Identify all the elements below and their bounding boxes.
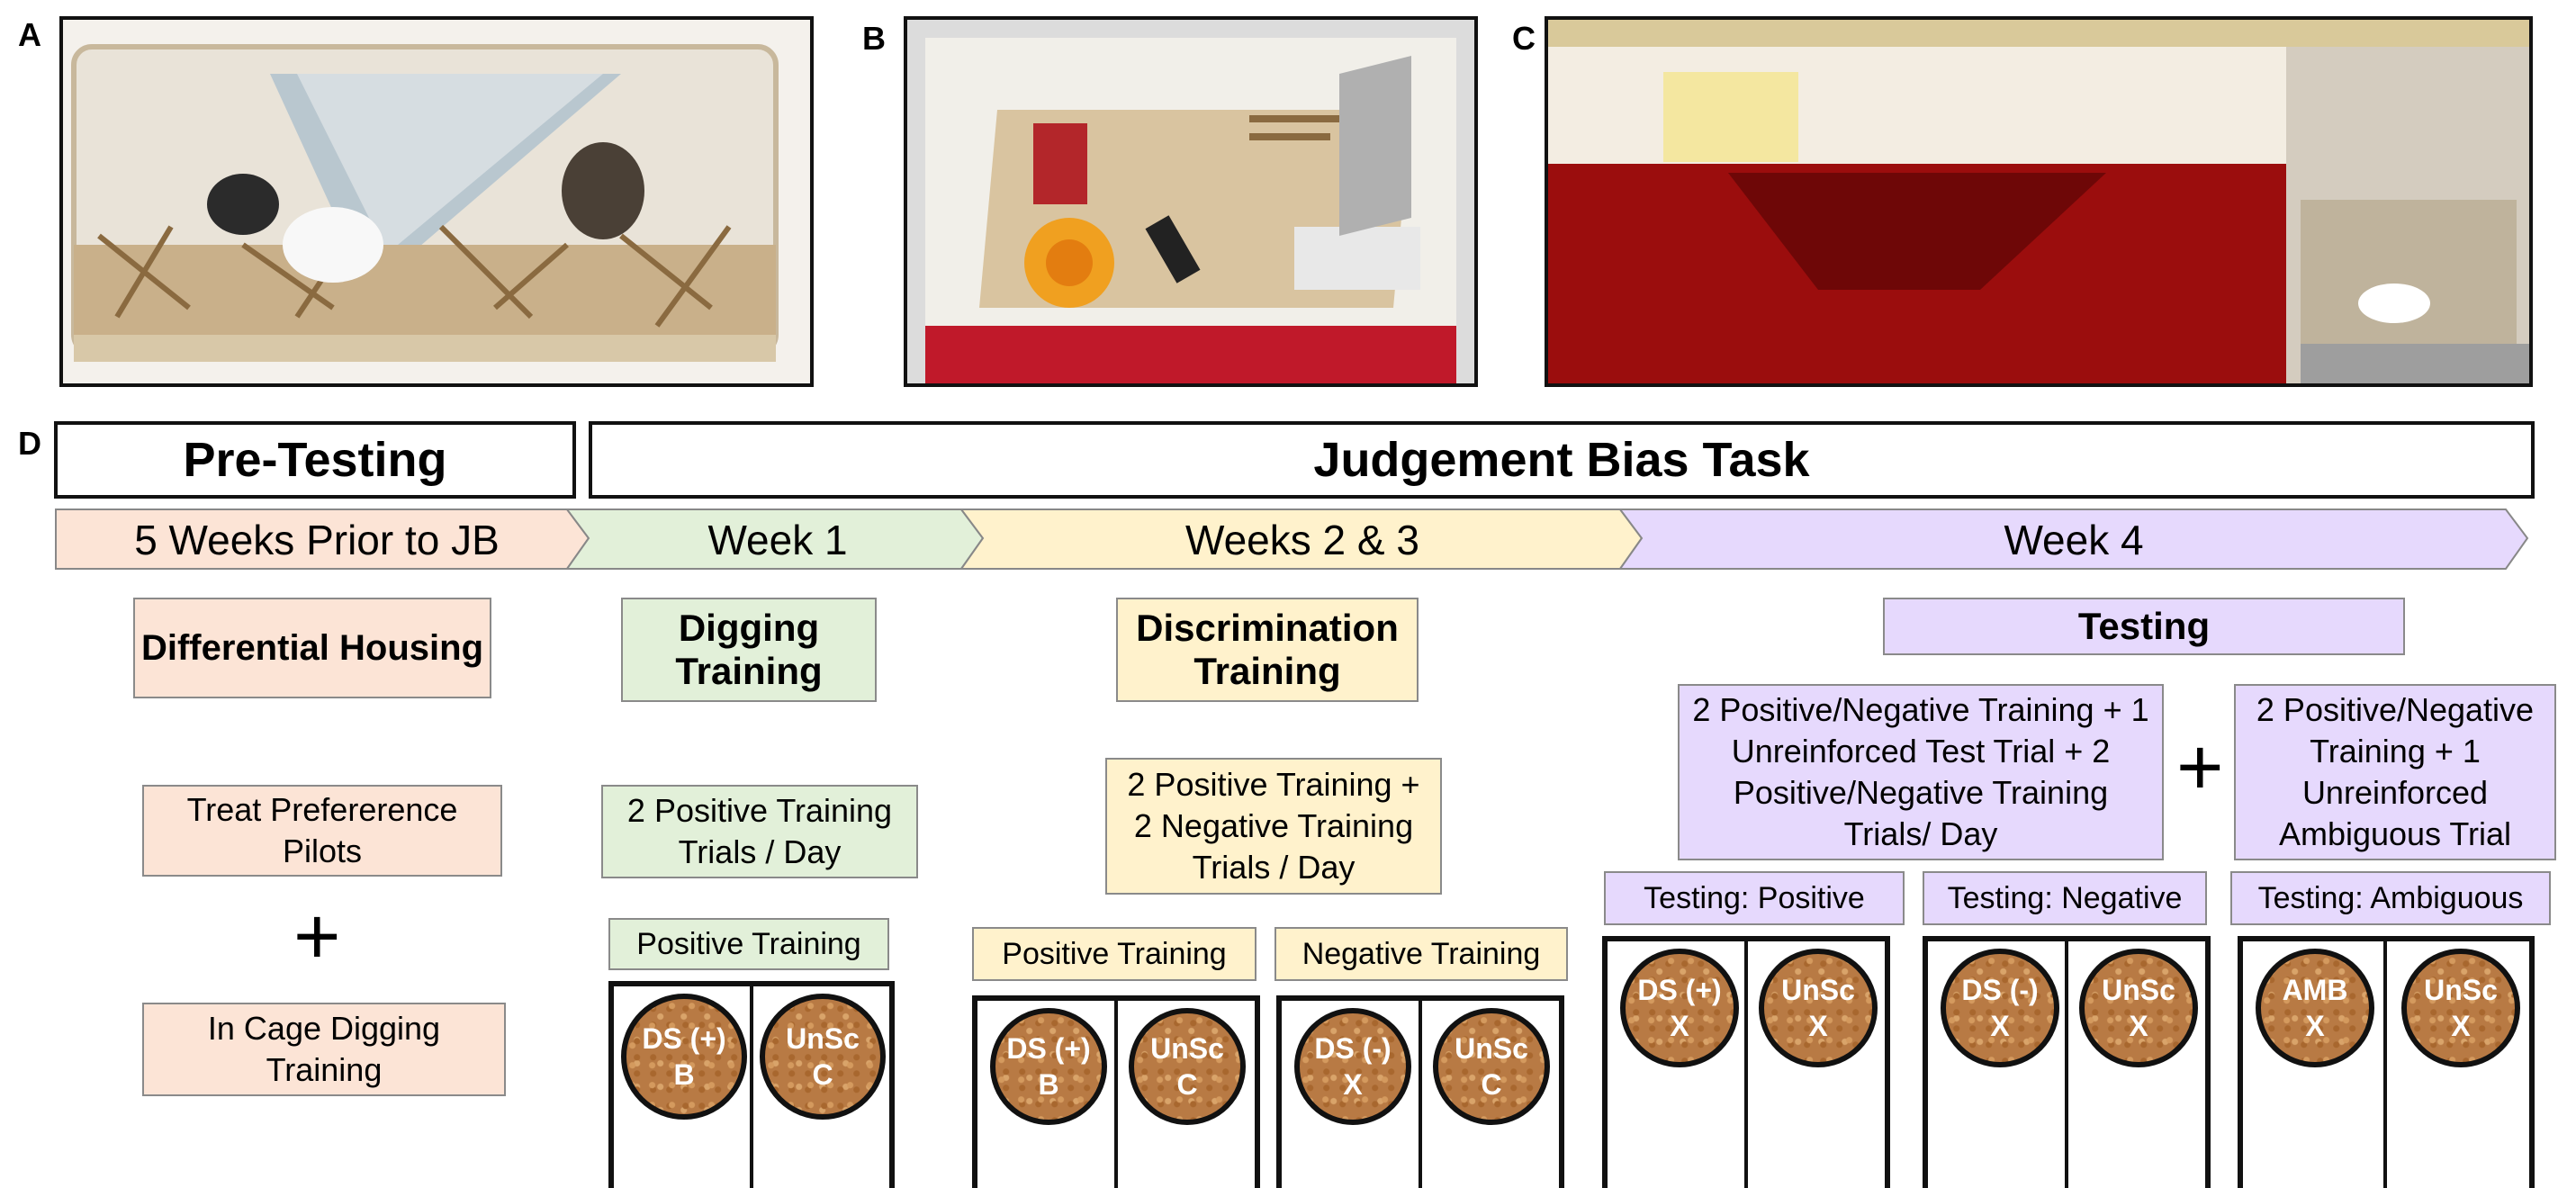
bowl-sublabel: X bbox=[2305, 1010, 2325, 1042]
panel-label-a: A bbox=[18, 16, 41, 53]
bowl-sublabel: X bbox=[1808, 1010, 1828, 1042]
arena-label-negative-training: Negative Training bbox=[1274, 927, 1568, 981]
arena-divider bbox=[1114, 1001, 1118, 1188]
bowl-label: UnSc bbox=[786, 1022, 860, 1055]
bowl-sublabel: C bbox=[1176, 1068, 1198, 1101]
bowl-sublabel: X bbox=[2129, 1010, 2148, 1042]
pretesting-header: Pre-Testing bbox=[54, 421, 576, 499]
bowl-sublabel: C bbox=[1481, 1068, 1502, 1101]
testing-trials: 2 Positive/Negative Training + 1 Unreinf… bbox=[1678, 684, 2164, 860]
bowl-label: UnSc bbox=[1455, 1032, 1528, 1065]
arena-label-positive-training-week1: Positive Training bbox=[608, 918, 889, 970]
arena-divider bbox=[2383, 941, 2387, 1188]
bowl-amb: AMB X bbox=[2256, 949, 2374, 1067]
timeline-label-week1: Week 1 bbox=[707, 517, 848, 563]
bowl-ds-positive: DS (+)B bbox=[621, 994, 747, 1120]
arena-label-positive-training: Positive Training bbox=[972, 927, 1256, 981]
panel-label-b: B bbox=[862, 20, 886, 57]
plus-sign-pretesting: + bbox=[293, 892, 341, 982]
photo-testing-arena bbox=[1545, 16, 2533, 387]
ambiguous-trials: 2 Positive/Negative Training + 1 Unreinf… bbox=[2234, 684, 2556, 860]
arena-divider bbox=[750, 986, 753, 1188]
bowl-ds-positive: DS (+) X bbox=[1620, 949, 1739, 1067]
bowl-ds-positive: DS (+)B bbox=[990, 1008, 1107, 1125]
bowl-sublabel: X bbox=[1670, 1010, 1689, 1042]
arena-divider bbox=[1744, 941, 1748, 1188]
timeline-arrow-week4 bbox=[1618, 508, 2529, 570]
timeline-label-weeks23: Weeks 2 & 3 bbox=[1185, 517, 1419, 563]
arena-label-testing-positive: Testing: Positive bbox=[1604, 871, 1905, 925]
treat-preference-pilots: Treat Prefererence Pilots bbox=[142, 785, 502, 877]
bowl-sublabel: X bbox=[2451, 1010, 2471, 1042]
bowl-label: UnSc bbox=[2102, 974, 2175, 1006]
arena-divider bbox=[2065, 941, 2068, 1188]
bowl-sublabel: X bbox=[1343, 1068, 1363, 1101]
bowl-sublabel: B bbox=[1038, 1068, 1059, 1101]
bowl-label: DS (+) bbox=[642, 1022, 726, 1055]
bowl-label: DS (-) bbox=[1314, 1032, 1392, 1065]
bowl-ds-negative: DS (-)X bbox=[1294, 1008, 1411, 1125]
bowl-label: UnSc bbox=[1781, 974, 1855, 1006]
plus-sign-testing: + bbox=[2176, 723, 2224, 813]
bowl-label: UnSc bbox=[2424, 974, 2498, 1006]
digging-training-trials: 2 Positive Training Trials / Day bbox=[601, 785, 918, 878]
bowl-sublabel: X bbox=[1990, 1010, 2010, 1042]
panel-label-d: D bbox=[18, 425, 41, 462]
photo-standard-cage bbox=[59, 16, 814, 387]
arena-label-testing-ambiguous: Testing: Ambiguous bbox=[2230, 871, 2551, 925]
bowl-sublabel: C bbox=[812, 1058, 833, 1091]
in-cage-digging-training: In Cage Digging Training bbox=[142, 1003, 506, 1096]
bowl-label: DS (-) bbox=[1961, 974, 2039, 1006]
judgement-bias-task-header: Judgement Bias Task bbox=[589, 421, 2535, 499]
timeline-label-week4: Week 4 bbox=[2004, 517, 2144, 563]
discrimination-training-trials: 2 Positive Training + 2 Negative Trainin… bbox=[1105, 758, 1442, 895]
arena-label-testing-negative: Testing: Negative bbox=[1923, 871, 2207, 925]
photo-enriched-cage bbox=[904, 16, 1478, 387]
bowl-sublabel: B bbox=[673, 1058, 695, 1091]
phase-discrimination-training: Discrimination Training bbox=[1116, 598, 1419, 702]
phase-testing: Testing bbox=[1883, 598, 2405, 655]
timeline bbox=[55, 508, 2529, 570]
arena-divider bbox=[1419, 1001, 1422, 1188]
bowl-label: DS (+) bbox=[1006, 1032, 1091, 1065]
bowl-ds-negative: DS (-) X bbox=[1941, 949, 2059, 1067]
bowl-label: UnSc bbox=[1150, 1032, 1224, 1065]
phase-differential-housing: Differential Housing bbox=[133, 598, 491, 698]
bowl-label: AMB bbox=[2282, 974, 2348, 1006]
panel-label-c: C bbox=[1512, 20, 1536, 57]
timeline-label-pretesting: 5 Weeks Prior to JB bbox=[134, 517, 500, 563]
phase-digging-training: Digging Training bbox=[621, 598, 877, 702]
bowl-label: DS (+) bbox=[1637, 974, 1722, 1006]
